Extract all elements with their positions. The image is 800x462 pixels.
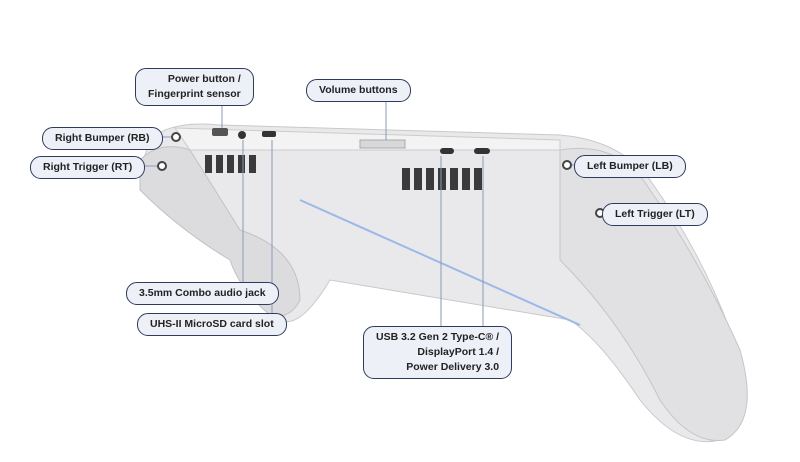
label-right-bumper: Right Bumper (RB) [42,127,163,150]
label-right-trigger: Right Trigger (RT) [30,156,146,179]
xg-port [474,148,490,154]
right-vents [205,155,256,173]
label-usb-line1: USB 3.2 Gen 2 Type-C® / [376,331,500,343]
audio-jack [238,131,246,139]
microsd-slot [262,131,276,137]
usb-c-port [440,148,454,154]
rb-marker [171,132,181,142]
label-left-bumper: Left Bumper (LB) [574,155,686,178]
label-microsd-slot: UHS-II MicroSD card slot [137,313,287,336]
label-power-line1: Power button / [167,73,241,85]
label-power-line2: Fingerprint sensor [148,88,241,100]
volume-rocker [359,139,406,149]
power-button [212,128,228,136]
rt-marker [157,161,167,171]
lb-marker [562,160,572,170]
label-left-trigger: Left Trigger (LT) [602,203,708,226]
label-power-button: Power button / Fingerprint sensor [135,68,254,106]
rgb-light-strip [299,199,581,326]
label-usb-line2: DisplayPort 1.4 / [417,346,500,358]
label-audio-jack: 3.5mm Combo audio jack [126,282,279,305]
label-usb-line3: Power Delivery 3.0 [406,361,500,373]
label-usb-port: USB 3.2 Gen 2 Type-C® / DisplayPort 1.4 /… [363,326,513,379]
left-vents [402,168,482,190]
label-volume-buttons: Volume buttons [306,79,411,102]
